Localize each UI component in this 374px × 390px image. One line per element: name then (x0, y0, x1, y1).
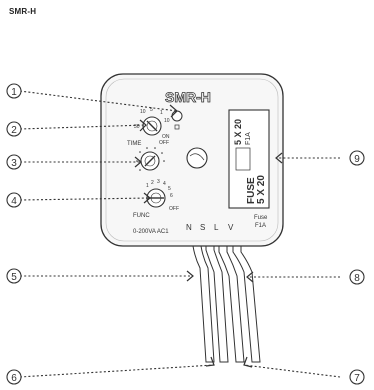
callout-1-number: 1 (11, 87, 17, 98)
callout-leaders (19, 90, 341, 378)
func-scale-1: 2 (151, 180, 154, 186)
callout-6 (6, 369, 22, 385)
callout-4-number: 4 (11, 196, 17, 207)
wire-l (218, 231, 245, 363)
mode-dial (136, 147, 165, 171)
fuse-window-line2: 5 X 20 (256, 175, 267, 204)
time-label: TIME (127, 141, 141, 147)
wire-v (232, 231, 261, 363)
callout-5 (6, 268, 22, 284)
time-scale-4: 30 (134, 124, 140, 130)
callout-1 (6, 83, 22, 99)
time-scale-3: 10 (164, 118, 170, 124)
wire-label-l: L (214, 223, 219, 232)
wire-label-n: N (186, 223, 192, 232)
callout-4 (6, 192, 22, 208)
time-dial: 10 5 1 10 30 ON OFF TIME (127, 107, 170, 147)
callout-badges (6, 83, 365, 385)
device-label: SMR-H (165, 89, 211, 105)
fuse-window: FUSE 5 X 20 5 X 20 F1A (228, 109, 270, 209)
func-scale-5: 6 (170, 193, 173, 199)
callout-8-number: 8 (354, 273, 360, 284)
wire-s (205, 231, 229, 363)
document-title: SMR-H (9, 7, 37, 16)
func-scale-3: 4 (163, 181, 166, 187)
callout-arrows (134, 104, 283, 368)
time-knob-pointer (146, 120, 158, 132)
callout-7 (349, 369, 365, 385)
wire-label-s: S (200, 223, 205, 232)
func-label: FUNC (133, 213, 150, 219)
wire-bundle (192, 231, 261, 363)
mode-knob-pointer (144, 155, 156, 167)
func-scale-4: 5 (168, 186, 171, 192)
wire-n (192, 231, 215, 363)
func-scale-0: 1 (146, 183, 149, 189)
callout-7-number: 7 (354, 373, 360, 384)
time-scale-off: OFF (159, 140, 169, 146)
callout-2 (6, 121, 22, 137)
callout-8 (349, 269, 365, 285)
callout-6-number: 6 (11, 373, 17, 384)
time-knob-inner (146, 120, 158, 132)
fuse-rating-line2: F1A (255, 223, 266, 229)
fuse-window-line4: F1A (245, 132, 252, 145)
center-adjuster (186, 147, 208, 169)
func-scale-off: OFF (169, 206, 179, 212)
time-scale-on: ON (162, 134, 170, 140)
led-mark (174, 124, 180, 130)
wire-label-v: V (228, 223, 234, 232)
time-scale-2: 1 (160, 110, 163, 116)
func-scale-2: 3 (157, 179, 160, 185)
callout-9-number: 9 (354, 154, 360, 165)
callout-9 (349, 150, 365, 166)
time-scale-1: 5 (150, 107, 153, 113)
mode-knob-inner (144, 155, 156, 167)
callout-2-number: 2 (11, 125, 17, 136)
callout-3 (6, 154, 22, 170)
led-indicator (171, 110, 183, 122)
fuse-rating-line1: Fuse (254, 215, 268, 221)
fuse-window-line1: FUSE (246, 177, 257, 204)
callout-3-number: 3 (11, 158, 17, 169)
time-scale-0: 10 (140, 109, 146, 115)
func-dial: 1 2 3 4 5 6 OFF FUNC (133, 179, 179, 219)
rating-text: 0-200VA AC1 (133, 229, 169, 235)
callout-5-number: 5 (11, 272, 17, 283)
fuse-window-line3: 5 X 20 (233, 119, 243, 145)
